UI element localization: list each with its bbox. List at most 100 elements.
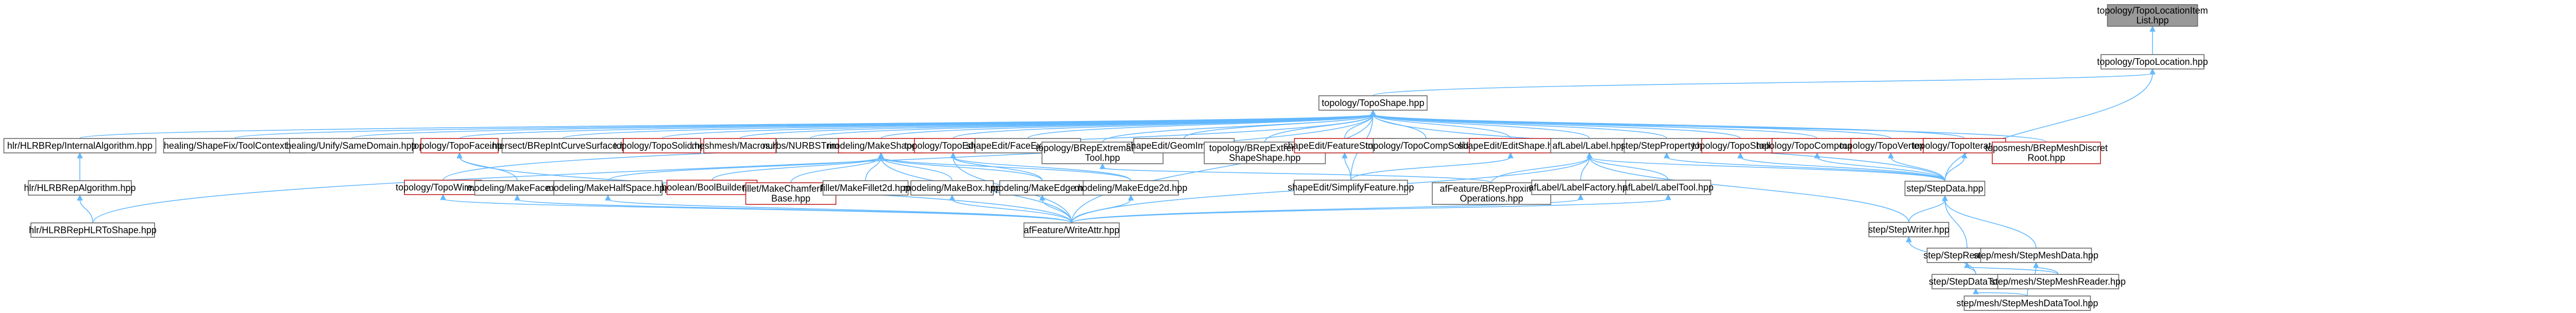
node-label: shapeEdit/SimplifyFeature.hpp [1287, 182, 1414, 193]
node-label: fillet/MakeChamferFillet [742, 184, 839, 194]
node-editshape[interactable]: shapeEdit/EditShape.hpp [1458, 138, 1563, 153]
edge-line [1344, 156, 1351, 181]
node-stepmeshreader[interactable]: step/mesh/StepMeshReader.hpp [1991, 274, 2126, 289]
arrow-head-icon [1586, 152, 1592, 159]
edge-writeattr-to-labeltool [1071, 194, 1671, 223]
node-halfspace[interactable]: modeling/MakeHalfSpace.hpp [546, 180, 670, 196]
node-label: topology/TopoIterator.hpp [1912, 141, 2016, 151]
edge-stepdata-to-toploc [1944, 68, 2156, 182]
edge-stepdata-to-stepprop [1664, 152, 1945, 182]
edge-line [79, 199, 93, 223]
edge-line [1967, 266, 2059, 275]
node-label: topology/TopoWire.hpp [396, 182, 490, 193]
node-box [745, 182, 837, 205]
edge-line [1589, 156, 1669, 181]
arrow-head-icon [1973, 288, 1979, 294]
node-makeface[interactable]: modeling/MakeFace.hpp [466, 180, 568, 196]
edge-simplify-to-editshape [1350, 152, 1514, 181]
node-stepprop[interactable]: step/StepProperty.hpp [1621, 138, 1713, 153]
edge-writeattr-to-topowire [440, 194, 1072, 223]
edge-extprox-to-topshape [1102, 109, 1376, 143]
edge-line [92, 114, 1374, 223]
node-hlrpalgo[interactable]: hlr/HLRBRep/InternalAlgorithm.hpp [3, 138, 157, 153]
edge-line [443, 198, 1072, 223]
edge-line [1372, 114, 1891, 139]
node-label: step/mesh/StepMeshDataTool.hpp [1956, 298, 2098, 308]
node-toploc[interactable]: topology/TopoLocation.hpp [2097, 54, 2208, 69]
node-box [2107, 4, 2198, 27]
edge-line [1944, 156, 1965, 182]
edge-line [607, 156, 882, 181]
node-box [1868, 222, 1950, 237]
node-label: topology/TopoShape.hpp [1321, 98, 1424, 108]
node-writeattr[interactable]: afFeature/WriteAttr.hpp [1023, 222, 1120, 238]
node-hlrpalgo2[interactable]: hlr/HLRBRepAlgorithm.hpp [24, 180, 136, 196]
node-aflabel[interactable]: afLabel/Label.hpp [1550, 138, 1629, 153]
node-topowire[interactable]: topology/TopoWire.hpp [396, 180, 490, 195]
node-meshmacros[interactable]: meshmesh/Macros.hpp [691, 138, 788, 153]
node-hlrtoshape[interactable]: hlr/HLRBRepHLRToShape.hpp [29, 222, 157, 238]
edge-topoiter-to-topshape [1370, 109, 1965, 139]
node-label: modeling/MakeEdge2d.hpp [1074, 183, 1187, 193]
node-label: step/mesh/StepMeshReader.hpp [1991, 276, 2126, 287]
node-box [1023, 222, 1120, 238]
node-stepdata[interactable]: step/StepData.hpp [1904, 181, 1986, 196]
node-compsolid[interactable]: topology/TopoCompSolid.hpp [1365, 138, 1487, 153]
node-fillet2d[interactable]: fillet/MakeFillet2d.hpp [821, 180, 910, 196]
edge-simplify-to-featstructs [1342, 152, 1351, 181]
node-stepmeshdatatool[interactable]: step/mesh/StepMeshDataTool.hpp [1956, 295, 2098, 311]
node-labeltool[interactable]: afLabel/LabelTool.hpp [1623, 180, 1714, 195]
node-label: toposmesh/BRepMeshDiscret [1985, 143, 2108, 153]
node-makeedge2d[interactable]: modeling/MakeEdge2d.hpp [1074, 180, 1188, 196]
arrow-head-icon [440, 194, 446, 200]
node-labelfactory[interactable]: afLabel/LabelFactory.hpp [1529, 180, 1633, 195]
node-makebox[interactable]: modeling/MakeBox.hpp [904, 180, 1001, 196]
edge-line [880, 156, 953, 181]
node-label: afLabel/LabelFactory.hpp [1529, 182, 1633, 193]
node-healunify[interactable]: healing/Unify/SameDomain.hpp [286, 138, 417, 153]
node-healfix[interactable]: healing/ShapeFix/ToolContext.hpp [163, 138, 306, 153]
arrow-head-icon [1814, 152, 1820, 159]
node-stepmeshdata[interactable]: step/mesh/StepMeshData.hpp [1974, 248, 2098, 263]
node-label: modeling/MakeFace.hpp [466, 183, 568, 193]
node-boolbuilder[interactable]: boolean/BoolBuilder.hpp [662, 180, 762, 195]
node-toposhell[interactable]: topology/TopoShell.hpp [1692, 138, 1789, 153]
edge-line [1890, 156, 1945, 182]
node-topoface[interactable]: topology/TopoFace.hpp [411, 138, 508, 153]
arrow-head-icon [1906, 236, 1912, 242]
node-simplify[interactable]: shapeEdit/SimplifyFeature.hpp [1287, 180, 1414, 195]
node-label: hlr/HLRBRepHLRToShape.hpp [29, 225, 157, 235]
edge-featprox-to-extprox [1099, 163, 1492, 183]
node-stepwriter[interactable]: step/StepWriter.hpp [1868, 222, 1950, 237]
node-label: topology/TopoLocationItem [2097, 6, 2208, 16]
edge-line [1908, 199, 1945, 223]
edge-hlrpalgo2-to-hlrpalgo [77, 152, 83, 181]
node-topovertex[interactable]: topology/TopoVertex.hpp [1840, 138, 1942, 153]
node-box [838, 138, 924, 153]
edge-writeattr-to-makebox [949, 194, 1072, 223]
arrow-head-icon [2149, 25, 2156, 32]
node-box [420, 138, 499, 153]
arrow-head-icon [1737, 152, 1743, 159]
node-box [1992, 142, 2101, 164]
edge-line [1102, 167, 1492, 183]
node-topshape[interactable]: topology/TopoShape.hpp [1318, 95, 1428, 111]
arrow-head-icon [456, 152, 463, 159]
node-label: topology/TopoSolid.hpp [614, 141, 710, 151]
edge-meshdiscret-to-topshape [1370, 109, 2047, 143]
edge-labeltool-to-aflabel [1586, 152, 1669, 181]
node-toposolid[interactable]: topology/TopoSolid.hpp [614, 138, 710, 153]
node-label: step/StepData.hpp [1906, 183, 1983, 194]
node-makeshape[interactable]: modeling/MakeShape.hpp [827, 138, 935, 153]
edge-line [1071, 199, 1131, 223]
node-label: healing/Unify/SameDomain.hpp [286, 141, 416, 151]
node-intersect[interactable]: intersect/BRepIntCurveSurface.hpp [489, 138, 636, 153]
node-label: afFeature/WriteAttr.hpp [1024, 225, 1120, 235]
edge-line [1944, 73, 2153, 182]
node-label: fillet/MakeFillet2d.hpp [821, 183, 910, 193]
